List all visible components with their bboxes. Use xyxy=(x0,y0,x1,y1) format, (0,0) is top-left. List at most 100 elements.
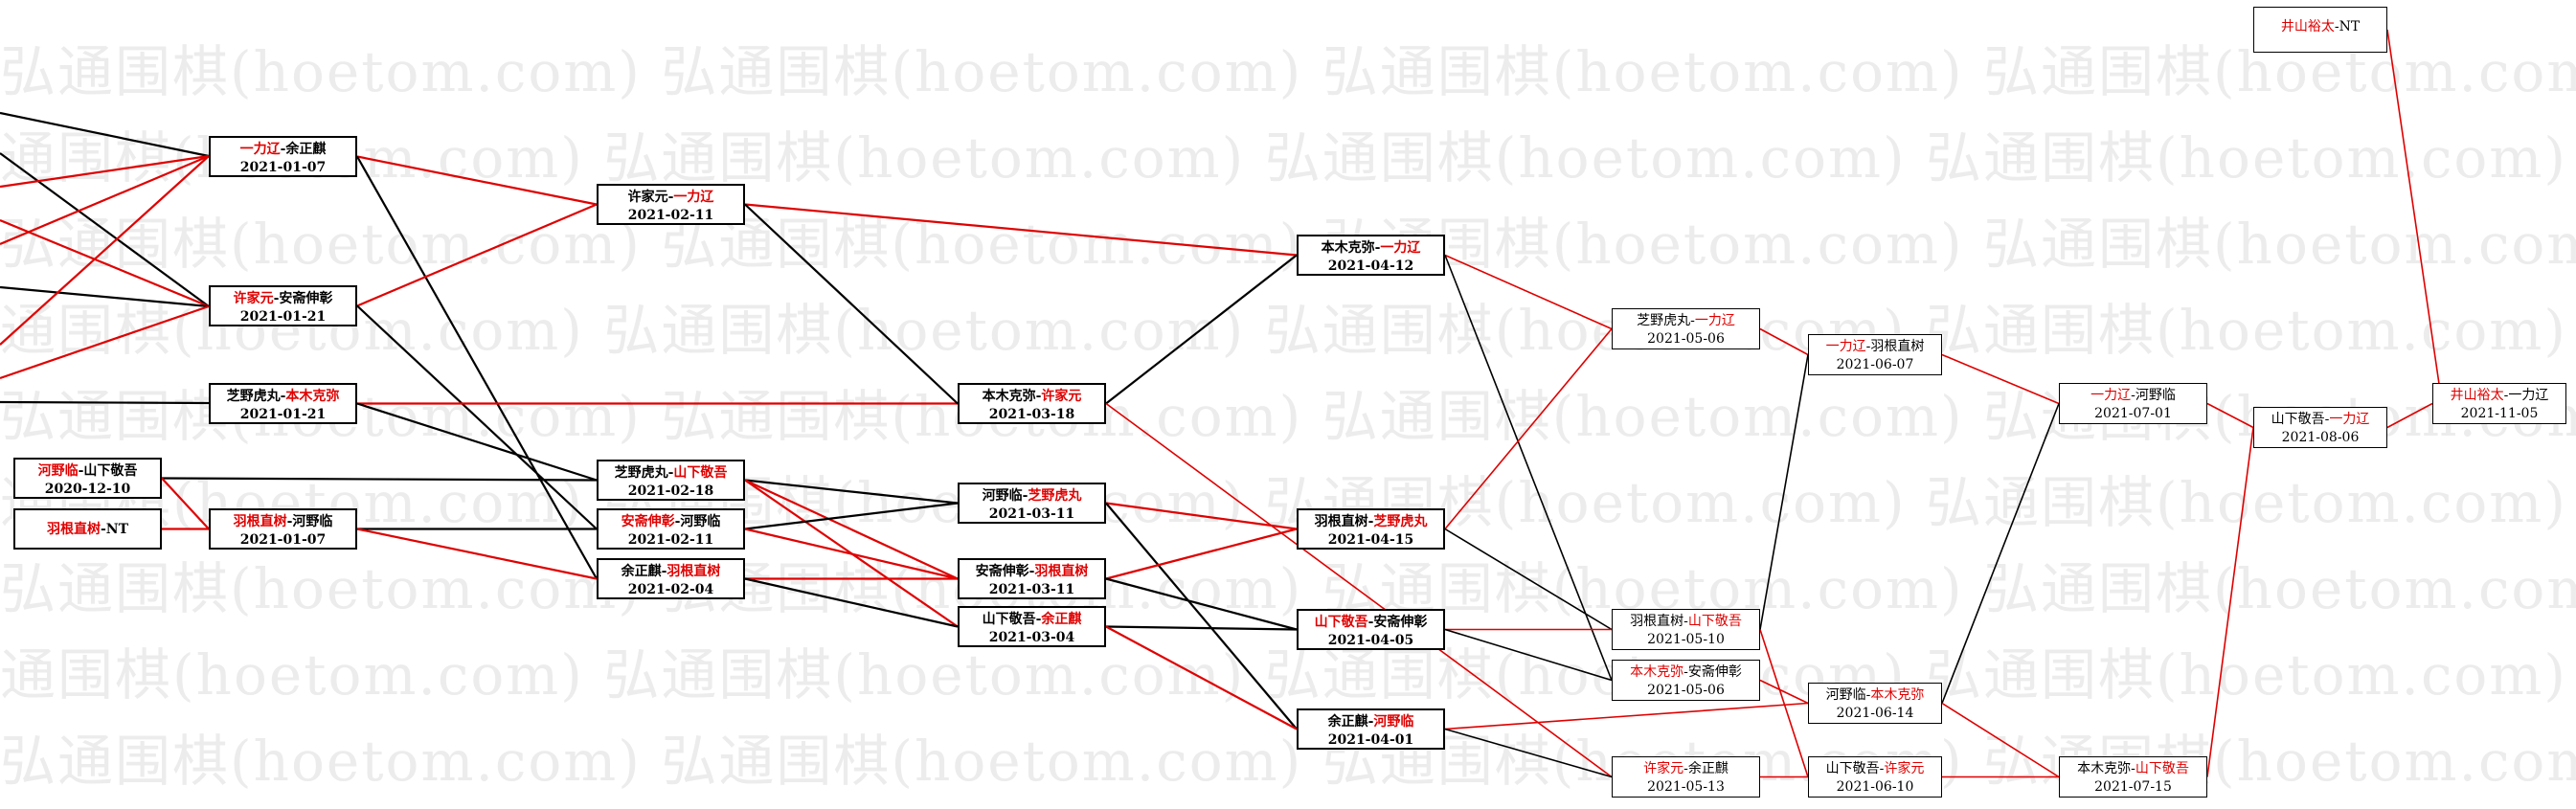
bracket-edge xyxy=(0,218,210,308)
match-players: 一力辽-羽根直树 xyxy=(1809,335,1941,356)
player-two: 一力辽 xyxy=(2508,388,2549,403)
bracket-edge xyxy=(0,152,210,307)
match-players: 芝野虎丸-一力辽 xyxy=(1613,309,1759,330)
bracket-edge xyxy=(1941,702,2060,778)
match-date: 2021-04-12 xyxy=(1327,258,1414,274)
bracket-edge xyxy=(356,528,598,580)
player-two: 羽根直树 xyxy=(1870,339,1925,354)
match-players: 羽根直树-河野临 xyxy=(211,510,355,531)
player-one: 安斋伸彰 xyxy=(621,514,675,529)
player-one: 河野临 xyxy=(37,463,79,479)
player-one: 安斋伸彰 xyxy=(975,564,1029,579)
player-one: 余正麒 xyxy=(1327,714,1368,730)
match-players: 山下敬吾-一力辽 xyxy=(2254,408,2386,429)
bracket-edge xyxy=(356,203,598,307)
player-one: 本木克弥 xyxy=(1321,240,1375,256)
match-date: 2021-05-13 xyxy=(1647,779,1725,795)
match-date: 2021-01-07 xyxy=(239,532,327,548)
player-two: 羽根直树 xyxy=(1034,564,1089,579)
watermark-text: 弘通围棋(hoetom.com) 弘通围棋(hoetom.com) 弘通围棋(h… xyxy=(0,39,2576,104)
player-separator: - xyxy=(1865,687,1871,703)
player-separator: - xyxy=(1683,664,1688,680)
bracket-edge xyxy=(1941,403,2060,704)
player-separator: - xyxy=(2334,19,2339,34)
match-players: 河野临-芝野虎丸 xyxy=(960,484,1104,506)
player-separator: - xyxy=(273,291,280,306)
match-players: 余正麒-羽根直树 xyxy=(599,560,743,581)
match-players: 本木克弥-许家元 xyxy=(960,385,1104,406)
bracket-edge xyxy=(744,203,959,405)
player-two: 河野临 xyxy=(1373,714,1414,730)
match-date: 2021-07-15 xyxy=(2094,779,2172,795)
player-one: 许家元 xyxy=(627,190,668,205)
player-separator: - xyxy=(286,514,293,529)
player-separator: - xyxy=(661,564,667,579)
player-separator: - xyxy=(1683,761,1688,776)
player-separator: - xyxy=(2503,388,2509,403)
player-two: 安斋伸彰 xyxy=(279,291,333,306)
player-separator: - xyxy=(1028,564,1035,579)
bracket-edge xyxy=(744,479,959,505)
player-one: 山下敬吾 xyxy=(1825,761,1880,776)
watermark-text: 弘通围棋(hoetom.com) 弘通围棋(hoetom.com) 弘通围棋(h… xyxy=(0,212,2576,277)
watermark-text: 弘通围棋(hoetom.com) 弘通围棋(hoetom.com) 弘通围棋(h… xyxy=(0,470,2576,535)
match-date: 2021-06-07 xyxy=(1836,357,1914,372)
player-one: 河野临 xyxy=(1825,687,1866,703)
match-date: 2021-05-06 xyxy=(1647,683,1725,698)
player-two: 芝野虎丸 xyxy=(1028,488,1082,504)
player-separator: - xyxy=(2324,412,2330,427)
match-date: 2021-03-04 xyxy=(988,630,1075,645)
match-players: 井山裕太-一力辽 xyxy=(2433,384,2565,405)
match-date: 2021-03-11 xyxy=(988,506,1075,522)
player-separator: - xyxy=(1367,514,1374,529)
player-one: 一力辽 xyxy=(1825,339,1866,354)
match-players: 河野临-山下敬吾 xyxy=(15,460,160,481)
match-players: 余正麒-河野临 xyxy=(1299,710,1443,731)
match-date: 2021-03-18 xyxy=(988,407,1075,422)
match-date: 2021-11-05 xyxy=(2460,406,2539,421)
match-players: 一力辽-河野临 xyxy=(2060,384,2206,405)
player-one: 井山裕太 xyxy=(2450,388,2504,403)
player-one: 一力辽 xyxy=(239,142,281,157)
match-players: 羽根直树-山下敬吾 xyxy=(1613,610,1759,631)
bracket-edge xyxy=(744,479,959,580)
match-date: 2021-02-18 xyxy=(627,483,714,499)
player-two: 河野临 xyxy=(2135,388,2176,403)
bracket-edge xyxy=(1444,728,1613,778)
bracket-edge xyxy=(744,502,959,530)
match-date: 2020-12-10 xyxy=(44,482,131,497)
player-separator: - xyxy=(1690,313,1695,328)
match-players: 安斋伸彰-羽根直树 xyxy=(960,560,1104,581)
watermark-text: 弘通围棋(hoetom.com) 弘通围棋(hoetom.com) 弘通围棋(h… xyxy=(0,556,2576,621)
player-separator: - xyxy=(667,190,674,205)
bracket-edge xyxy=(2386,402,2433,429)
player-one: 井山裕太 xyxy=(2280,19,2335,34)
match-date: 2021-06-14 xyxy=(1836,706,1914,721)
match-players: 芝野虎丸-本木克弥 xyxy=(211,385,355,406)
match-players: 芝野虎丸-山下敬吾 xyxy=(599,461,743,483)
player-separator: - xyxy=(1374,240,1381,256)
bracket-edge xyxy=(356,155,598,580)
match-node: 井山裕太-NT xyxy=(2253,7,2387,53)
player-two: 本木克弥 xyxy=(285,389,340,404)
player-two: 余正麒 xyxy=(1041,612,1082,627)
match-date: 2021-01-21 xyxy=(239,407,327,422)
bracket-edge xyxy=(2206,402,2254,429)
bracket-edge xyxy=(356,402,598,482)
match-date: 2021-04-05 xyxy=(1327,633,1414,648)
match-players: 安斋伸彰-河野临 xyxy=(599,510,743,531)
match-players: 一力辽-余正麒 xyxy=(211,138,355,159)
player-two: 安斋伸彰 xyxy=(1373,615,1428,630)
